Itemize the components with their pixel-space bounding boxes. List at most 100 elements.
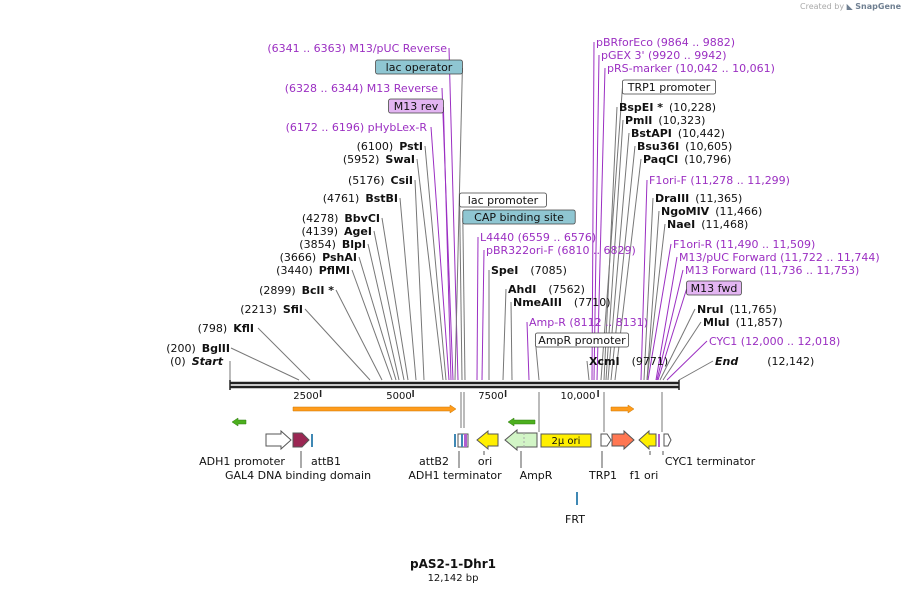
site-label: NaeI(11,468)	[667, 218, 748, 231]
site-label: (5176)CsiI	[348, 174, 413, 187]
feature-label: CYC1 terminator	[665, 455, 756, 468]
leader-line	[358, 256, 397, 381]
feature-adh1-terminator	[457, 433, 469, 448]
site-label: (6100)PstI	[357, 140, 423, 153]
site-label: PmlI(10,323)	[625, 114, 705, 127]
primer-label: F1ori-F (11,278 .. 11,299)	[649, 174, 790, 187]
primer-label: pBR322ori-F (6810 .. 6829)	[486, 244, 636, 257]
plasmid-name: pAS2-1-Dhr1	[410, 557, 496, 571]
leader-line	[526, 321, 530, 381]
feature-trp1-promoter	[600, 433, 612, 447]
leader-line	[657, 288, 688, 381]
site-label: SpeI(7085)	[491, 264, 567, 277]
feature-frt	[576, 492, 578, 505]
leader-line	[481, 249, 485, 381]
dna-backbone	[229, 380, 680, 390]
leader-line	[304, 308, 371, 381]
primer-label: M13 Forward (11,736 .. 11,753)	[685, 264, 859, 277]
leader-line	[416, 158, 444, 381]
feature-attb1	[311, 434, 313, 447]
feature-cyc1-terminator	[663, 433, 672, 447]
feature-box-text: AmpR promoter	[538, 334, 626, 347]
leader-line	[381, 217, 409, 381]
site-label: End(12,142)	[715, 355, 814, 368]
leader-line	[643, 197, 654, 381]
orf-arrow	[507, 417, 536, 427]
feature-gal4-dbd	[292, 432, 310, 448]
leader-line	[510, 301, 513, 381]
leader-line	[459, 200, 463, 381]
feature-box-text: TRP1 promoter	[627, 81, 711, 94]
leader-line	[593, 54, 600, 381]
snapgene-credit: Created by ◣ SnapGene	[800, 2, 901, 11]
feature-box-text: CAP binding site	[474, 211, 564, 224]
feature-2micron-ori: 2μ ori	[540, 433, 592, 448]
leader-line	[230, 347, 300, 381]
ruler-tick-label: 10,000	[561, 391, 596, 402]
feature-box-label: TRP1 promoter	[622, 79, 717, 95]
feature-label: AmpR	[520, 469, 553, 482]
site-label: (4761)BstBI	[323, 192, 398, 205]
leader-line	[659, 308, 696, 381]
feature-box-label: lac promoter	[459, 192, 547, 208]
leader-line	[399, 197, 417, 381]
site-label: MluI(11,857)	[703, 316, 783, 329]
site-label: NruI(11,765)	[697, 303, 777, 316]
orf-arrow	[292, 404, 457, 414]
site-label: BspEI *(10,228)	[619, 101, 716, 114]
site-label: (3854)BlpI	[299, 238, 366, 251]
feature-label: f1 ori	[630, 469, 659, 482]
feature-box-text: M13 fwd	[691, 282, 738, 295]
site-label: NmeAIII(7710)	[513, 296, 611, 309]
leader-line	[600, 87, 623, 381]
credit-brand: SnapGene	[855, 2, 901, 11]
primer-label: pGEX 3' (9920 .. 9942)	[601, 49, 727, 62]
leader-line	[647, 243, 672, 381]
site-label: (4139)AgeI	[301, 225, 372, 238]
feature-adh1-promoter	[265, 429, 292, 451]
leader-line	[476, 236, 479, 381]
feature-ori	[476, 429, 499, 451]
leader-line	[591, 41, 595, 381]
leader-line	[424, 145, 447, 381]
site-label: Bsu36I(10,605)	[637, 140, 732, 153]
feature-label: 2μ ori	[552, 436, 581, 447]
leader-line	[655, 256, 678, 381]
primer-label: (6328 .. 6344) M13 Reverse	[285, 82, 438, 95]
site-label: (2213)SfiI	[240, 303, 303, 316]
leader-line	[656, 269, 684, 381]
feature-label: attB2	[419, 455, 449, 468]
feature-label: ADH1 promoter	[199, 455, 285, 468]
site-label: XcmI(9771)	[589, 355, 668, 368]
feature-label-ticks	[300, 451, 664, 468]
feature-f1-ori	[638, 429, 660, 451]
feature-box-label: M13 rev	[388, 98, 444, 114]
leader-line	[454, 67, 463, 381]
primer-label: Amp-R (8112 .. 8131)	[529, 316, 648, 329]
feature-ampr	[504, 428, 538, 452]
feature-box-label: lac operator	[375, 59, 463, 75]
leader-line	[257, 327, 311, 381]
feature-box-text: lac promoter	[468, 194, 539, 207]
ruler: 2500 5000 7500 10,000	[293, 390, 599, 402]
leader-line	[414, 179, 425, 381]
orf-arrow	[610, 404, 635, 414]
orf-arrow	[231, 417, 247, 427]
site-label: (200)BglII	[166, 342, 230, 355]
primer-label: M13/pUC Forward (11,722 .. 11,744)	[679, 251, 880, 264]
leader-line	[502, 288, 507, 381]
ruler-tick-label: 2500	[293, 391, 318, 402]
site-label: (0)Start	[170, 355, 224, 368]
feature-label: GAL4 DNA binding domain	[225, 469, 371, 482]
site-label: (5952)SwaI	[343, 153, 415, 166]
leader-line	[335, 289, 383, 381]
ruler-tick-label: 5000	[386, 391, 411, 402]
primer-label: (6172 .. 6196) pHybLex-R	[286, 121, 428, 134]
feature-label: ori	[478, 455, 492, 468]
feature-box-label: M13 fwd	[686, 280, 742, 296]
feature-boundary-lines	[460, 392, 663, 432]
feature-box-text: lac operator	[386, 61, 453, 74]
leader-line	[646, 210, 660, 381]
